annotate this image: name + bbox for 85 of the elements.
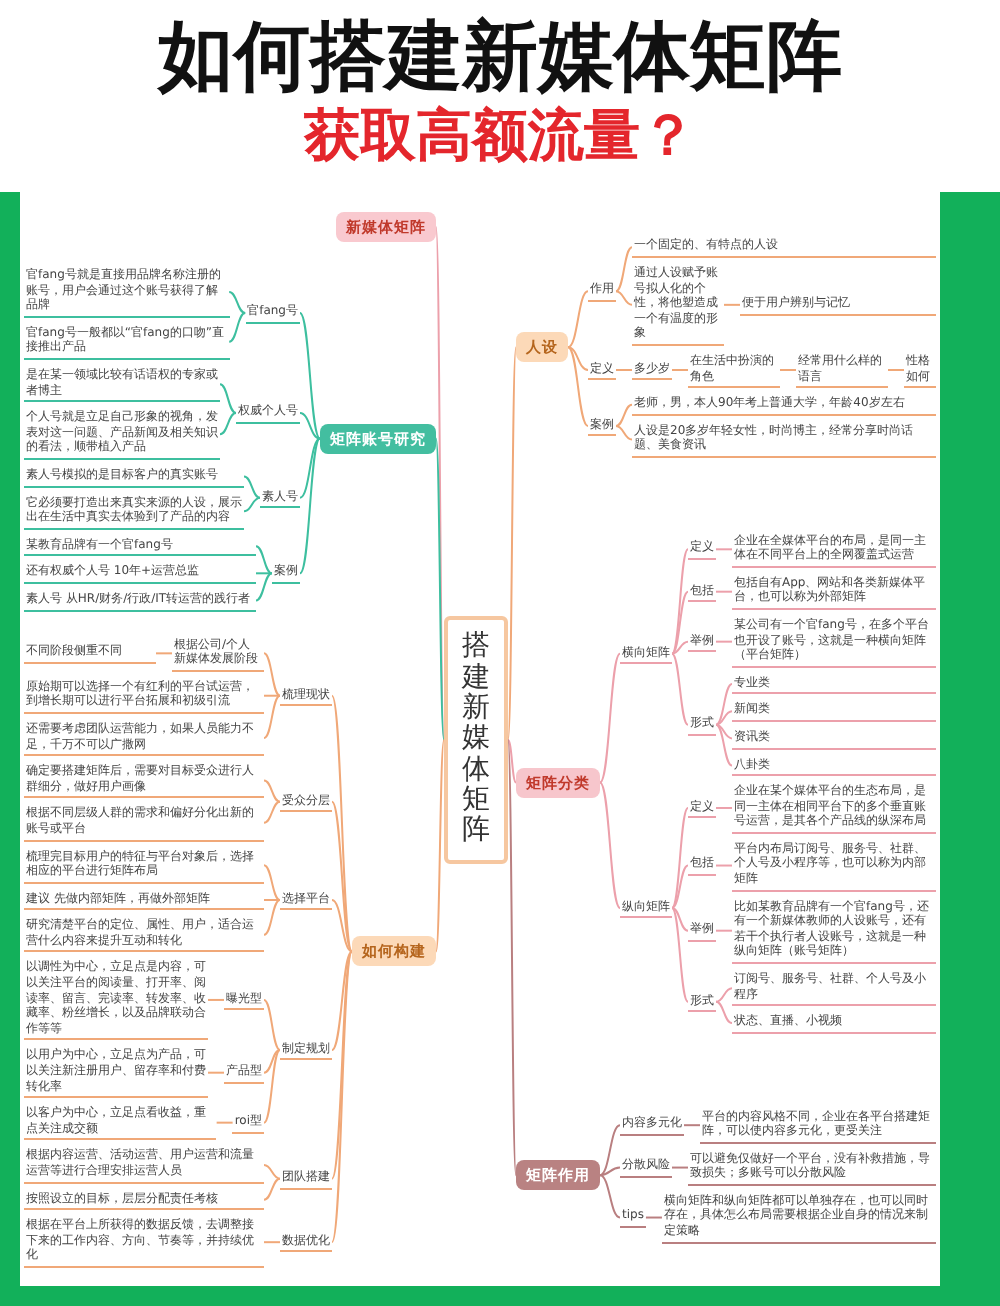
connector-line	[263, 694, 281, 740]
connector-line	[715, 683, 733, 726]
connector-line	[219, 383, 237, 414]
connector-line	[263, 1241, 281, 1244]
connector-line	[715, 987, 733, 1003]
connector-line	[207, 1071, 225, 1074]
connector-line	[263, 864, 281, 901]
connector-line	[615, 290, 633, 306]
connector-line	[507, 739, 517, 1177]
connector-line	[671, 864, 689, 909]
connector-line	[299, 437, 321, 499]
connector-line	[671, 1166, 689, 1169]
connector-line	[255, 572, 273, 575]
connector-line	[715, 723, 733, 740]
connector-line	[615, 369, 633, 371]
connector-line	[887, 369, 905, 371]
connector-line	[263, 1048, 281, 1074]
connector-line	[715, 710, 733, 726]
connector-line	[435, 739, 445, 953]
connector-line	[255, 545, 273, 575]
connector-line	[243, 475, 261, 499]
connector-line	[683, 1124, 701, 1127]
connector-line	[219, 412, 237, 436]
connector-line	[671, 906, 689, 1003]
connector-line	[299, 312, 321, 440]
connector-line	[671, 640, 689, 655]
connector-line	[331, 950, 353, 1244]
subtitle: 获取高额流量？	[302, 100, 698, 172]
connector-line	[567, 346, 589, 427]
connector-line	[671, 806, 689, 909]
connector-line	[567, 346, 589, 371]
connector-line	[331, 950, 353, 1051]
connector-line	[263, 1164, 281, 1180]
connector-line	[599, 1166, 621, 1177]
connector-line	[331, 800, 353, 953]
connector-line	[715, 864, 733, 867]
connector-line	[507, 739, 517, 784]
connector-line	[671, 590, 689, 655]
connector-line	[715, 806, 733, 809]
connector-line	[715, 1000, 733, 1025]
connector-line	[671, 548, 689, 655]
connector-line	[715, 548, 733, 551]
connector-line	[263, 800, 281, 824]
connector-line	[435, 437, 445, 741]
connector-line	[228, 290, 247, 315]
connector-line	[715, 640, 733, 643]
connector-line	[644, 1216, 663, 1219]
connector-line	[299, 412, 321, 440]
connector-line	[263, 998, 281, 1051]
connector-line	[263, 899, 281, 901]
connector-line	[567, 290, 589, 349]
connector-line	[263, 694, 281, 697]
connector-line	[215, 1121, 234, 1124]
connector-line	[615, 424, 633, 441]
connector-line	[599, 1174, 621, 1219]
connector-line	[599, 652, 621, 784]
connector-line	[723, 303, 741, 306]
connector-line	[299, 437, 321, 575]
connector-line	[715, 929, 733, 932]
connector-line	[599, 1124, 621, 1177]
connector-line	[255, 572, 273, 602]
connector-line	[263, 652, 281, 697]
connector-line	[263, 899, 281, 936]
connector-line	[615, 246, 633, 293]
connector-line	[263, 779, 281, 803]
connector-line	[263, 1177, 281, 1201]
connector-line	[671, 652, 689, 726]
connector-line	[228, 312, 247, 343]
title: 如何搭建新媒体矩阵	[155, 12, 844, 100]
connector-line	[207, 998, 225, 1001]
connector-line	[671, 906, 689, 932]
connector-line	[779, 369, 797, 371]
connector-line	[243, 496, 261, 513]
center-topic-box: 搭建新媒体矩阵	[444, 616, 508, 864]
connector-line	[599, 781, 621, 909]
connector-line	[671, 369, 689, 371]
connector-line	[331, 694, 353, 953]
connector-line	[715, 723, 733, 767]
connector-line	[715, 590, 733, 593]
connector-line	[331, 950, 353, 1180]
connector-line	[263, 1048, 281, 1124]
connector-line	[155, 652, 173, 655]
connector-line	[507, 346, 517, 741]
connector-line	[331, 899, 353, 953]
connector-line	[615, 403, 633, 427]
